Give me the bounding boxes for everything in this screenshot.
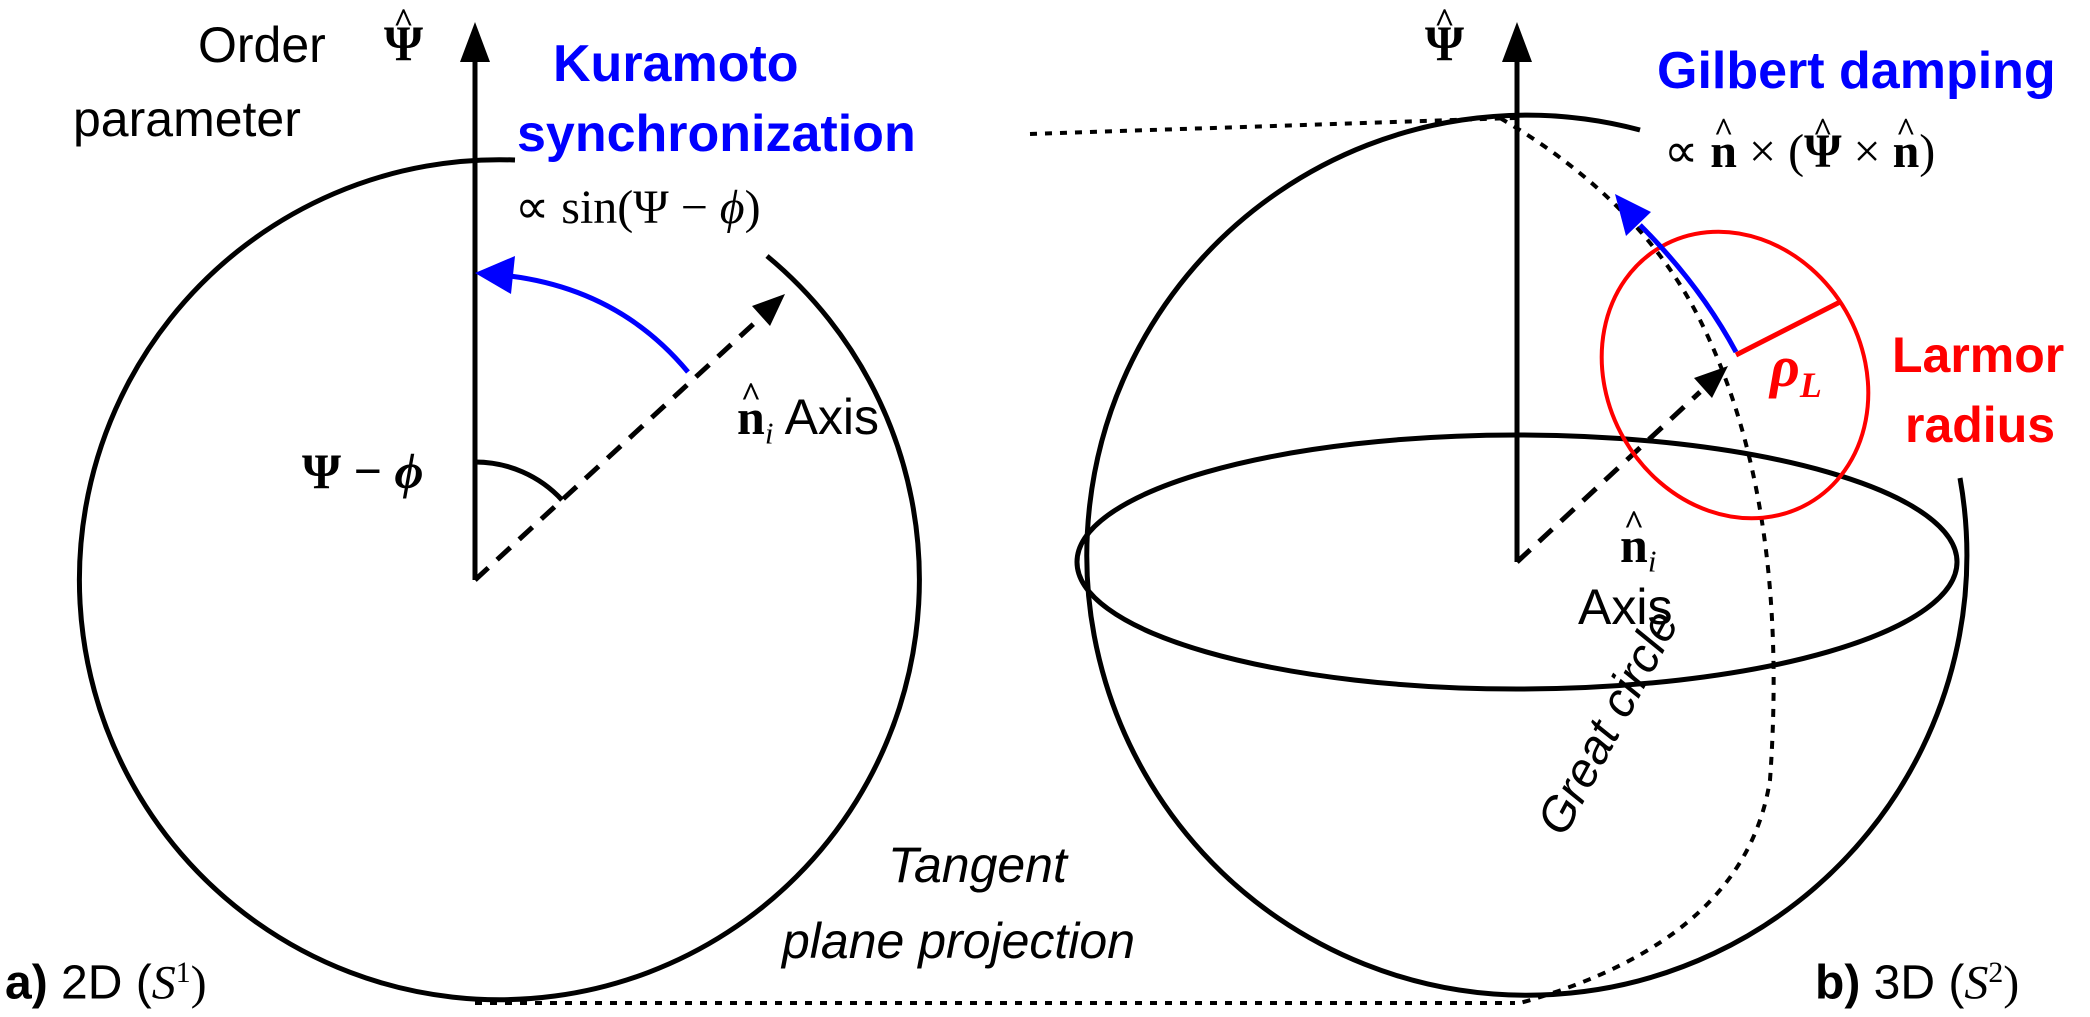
right-ni-label: ni	[1620, 520, 1656, 576]
left-ni-axis-label: ni Axis	[737, 392, 879, 448]
gilbert-n2: n	[1893, 128, 1920, 176]
left-n-sub: i	[764, 415, 774, 451]
larmor-radius-line	[1734, 299, 1842, 358]
right-axis-word-label: Axis	[1578, 582, 1672, 632]
gilbert-times: ×	[1841, 125, 1893, 178]
tangent-label-line2: plane projection	[782, 916, 1135, 966]
gilbert-n1: n	[1710, 128, 1737, 176]
kuramoto-title-line2: synchronization	[517, 108, 916, 160]
top-dotted-connector	[1029, 116, 1516, 136]
kuramoto-title-line1: Kuramoto	[553, 38, 799, 90]
panel-a-S: S	[151, 956, 176, 1010]
gilbert-mid: × (	[1737, 125, 1805, 178]
larmor-label-line1: Larmor	[1892, 330, 2064, 380]
gilbert-text: Gilbert damping	[1657, 42, 2056, 100]
gilbert-close: )	[1919, 125, 1936, 178]
right-sphere-outline	[1084, 112, 1970, 998]
left-unit-circle	[76, 157, 922, 1003]
left-kuramoto-arrow	[509, 273, 690, 374]
panel-a-label: a) 2D (S1)	[5, 958, 207, 1007]
left-axis-arrowhead	[460, 22, 490, 62]
synchronization-text: synchronization	[517, 105, 916, 163]
gilbert-psi: Ψ	[1804, 128, 1841, 176]
rho-l-label: ρL	[1770, 338, 1822, 404]
angle-psi: Ψ −	[302, 443, 395, 499]
panel-b-label: b) 3D (S2)	[1815, 958, 2019, 1007]
plane-projection-text: plane projection	[782, 913, 1136, 969]
left-angle-arc	[474, 459, 564, 502]
kuramoto-formula-phi: ϕ	[719, 181, 745, 234]
right-ni-arrowhead	[1694, 366, 1728, 398]
gilbert-damping-title: Gilbert damping	[1657, 45, 2056, 97]
rho-sub: L	[1799, 364, 1822, 405]
kuramoto-text: Kuramoto	[553, 35, 799, 93]
right-n-hat: n	[1620, 520, 1648, 570]
left-kuramoto-arrowhead	[475, 256, 515, 294]
left-axis-word: Axis	[784, 389, 880, 445]
right-n-sub: i	[1647, 543, 1657, 579]
kuramoto-formula-prefix: ∝ sin(Ψ −	[515, 181, 720, 234]
panel-b-close: )	[2003, 956, 2020, 1010]
parameter-label: parameter	[73, 94, 301, 144]
panel-a-letter: a)	[5, 956, 48, 1010]
rho-symbol: ρ	[1770, 334, 1800, 399]
larmor-text: Larmor	[1892, 327, 2065, 383]
angle-phi: ϕ	[394, 443, 424, 499]
kuramoto-formula-suffix: )	[744, 181, 761, 234]
panel-a-sup: 1	[175, 956, 191, 989]
panel-b-sup: 2	[1988, 956, 2004, 989]
kuramoto-formula: ∝ sin(Ψ − ϕ)	[515, 184, 761, 232]
right-ni-dashed-axis	[1515, 390, 1702, 564]
larmor-circle	[1599, 229, 1871, 521]
left-n-hat: n	[737, 392, 765, 442]
radius-text: radius	[1905, 397, 2056, 453]
gilbert-damping-arrowhead	[1615, 194, 1651, 236]
panel-b-text: 3D (	[1873, 956, 1965, 1010]
panel-a-text: 2D (	[61, 956, 152, 1010]
gilbert-damping-arrow	[1638, 223, 1739, 354]
angle-label: Ψ − ϕ	[302, 446, 423, 496]
panel-b-letter: b)	[1815, 956, 1861, 1010]
tangent-text: Tangent	[888, 837, 1067, 893]
right-psi-hat: Ψ	[1425, 18, 1464, 68]
panel-b-S: S	[1964, 956, 1989, 1010]
left-psi-hat-symbol: Ψ	[384, 18, 423, 68]
left-ni-dashed-axis	[473, 316, 762, 582]
gilbert-prop: ∝	[1664, 125, 1711, 178]
left-psi-hat: Ψ	[384, 18, 423, 68]
gilbert-formula: ∝ n × (Ψ × n)	[1664, 128, 1935, 176]
left-ni-arrowhead	[752, 294, 785, 326]
order-parameter-label: Order	[198, 20, 326, 70]
larmor-label-line2: radius	[1905, 400, 2055, 450]
panel-a-close: )	[190, 956, 207, 1010]
tangent-label-line1: Tangent	[888, 840, 1067, 890]
right-psi-hat-symbol: Ψ	[1425, 18, 1464, 68]
right-psi-arrowhead	[1502, 22, 1532, 62]
right-axis-word: Axis	[1578, 579, 1673, 635]
order-label-line1: Order	[198, 17, 326, 73]
order-label-line2: parameter	[73, 91, 301, 147]
